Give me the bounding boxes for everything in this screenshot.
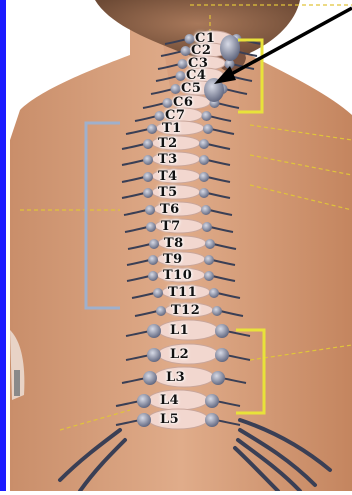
ganglion-left-l4 <box>137 394 151 408</box>
ganglion-left-t12 <box>156 306 166 316</box>
ganglion-left-t10 <box>148 271 158 281</box>
ganglion-left-c2 <box>181 46 191 56</box>
ganglion-left-t1 <box>147 124 157 134</box>
ganglion-right-t8 <box>205 239 215 249</box>
ganglion-left-t7 <box>146 222 156 232</box>
ganglion-right-t6 <box>201 205 211 215</box>
ganglion-right-t11 <box>209 288 219 298</box>
ganglion-right-l1 <box>215 324 229 338</box>
ganglion-right-t1 <box>203 124 213 134</box>
left-frame-border <box>0 0 6 491</box>
vertebra-label-l3: L3 <box>166 371 185 384</box>
ganglion-right-l5 <box>205 413 219 427</box>
ganglion-left-c6 <box>163 98 173 108</box>
ganglion-left-t3 <box>143 155 153 165</box>
highlighted-ganglion-upper <box>220 35 240 61</box>
ganglion-right-t12 <box>212 306 222 316</box>
vertebra-label-t11: T11 <box>168 286 197 299</box>
ganglion-left-t5 <box>143 188 153 198</box>
vertebra-label-t9: T9 <box>163 253 183 266</box>
ganglion-right-l4 <box>205 394 219 408</box>
ganglion-left-l2 <box>147 348 161 362</box>
ganglion-left-t11 <box>153 288 163 298</box>
ganglion-left-l1 <box>147 324 161 338</box>
ganglion-right-t9 <box>204 255 214 265</box>
ganglion-right-t5 <box>199 188 209 198</box>
vertebra-label-l4: L4 <box>160 394 179 407</box>
vertebra-label-t2: T2 <box>158 137 178 150</box>
ganglion-left-t2 <box>143 139 153 149</box>
ganglion-right-t3 <box>199 155 209 165</box>
ganglion-right-t2 <box>199 139 209 149</box>
ganglion-right-t4 <box>199 172 209 182</box>
vertebra-label-t6: T6 <box>160 203 180 216</box>
vertebra-label-l5: L5 <box>160 413 179 426</box>
ganglion-right-l3 <box>211 371 225 385</box>
vertebra-label-l2: L2 <box>170 348 189 361</box>
ganglion-left-t6 <box>145 205 155 215</box>
vertebra-label-t5: T5 <box>158 186 178 199</box>
vertebra-label-t1: T1 <box>162 122 182 135</box>
vertebra-label-t3: T3 <box>158 153 178 166</box>
vertebra-label-l1: L1 <box>170 324 189 337</box>
ganglion-left-l3 <box>143 371 157 385</box>
ganglion-left-c5 <box>171 84 181 94</box>
vertebra-label-t4: T4 <box>158 170 178 183</box>
ganglion-left-t8 <box>149 239 159 249</box>
vertebra-label-t8: T8 <box>164 237 184 250</box>
ganglion-left-l5 <box>137 413 151 427</box>
ganglion-left-c7 <box>155 111 165 121</box>
ganglion-left-t4 <box>143 172 153 182</box>
vertebra-label-t10: T10 <box>163 269 192 282</box>
ganglion-right-l2 <box>215 348 229 362</box>
ganglion-right-t7 <box>202 222 212 232</box>
vertebra-label-t7: T7 <box>161 220 181 233</box>
wristwatch <box>14 370 20 396</box>
ganglion-left-t9 <box>148 255 158 265</box>
ganglion-right-t10 <box>204 271 214 281</box>
ganglion-right-c7 <box>202 111 212 121</box>
vertebra-label-t12: T12 <box>171 304 200 317</box>
vertebra-label-c5: C5 <box>181 82 201 95</box>
ganglion-left-c4 <box>176 71 186 81</box>
